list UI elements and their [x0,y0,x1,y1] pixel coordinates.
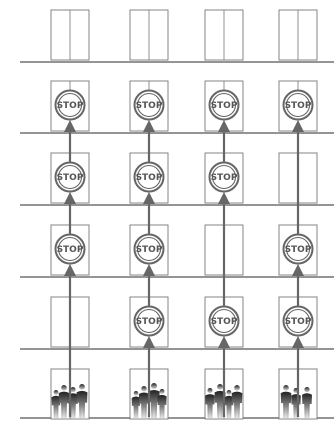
stop-sign-icon: STOP [133,233,165,265]
stop-label: STOP [136,173,163,183]
up-arrow-icon [292,120,304,417]
stop-sign-icon: STOP [54,89,86,121]
stop-sign-icon: STOP [133,89,165,121]
people-groups [51,383,312,418]
stop-sign-icon: STOP [282,89,314,121]
up-arrow-icon [143,120,155,417]
stop-sign-icon: STOP [282,305,314,337]
stop-signs: STOP STOP STOP STOP STOP STOP STOP STOP STOP STOP… [54,89,314,337]
stop-label: STOP [211,101,238,111]
stop-label: STOP [57,173,84,183]
stop-sign-icon: STOP [54,233,86,265]
elevator-doors [50,9,318,420]
stop-label: STOP [57,245,84,255]
stop-sign-icon: STOP [208,161,240,193]
up-arrow-icon [218,120,230,417]
stop-sign-icon: STOP [282,233,314,265]
stop-sign-icon: STOP [208,305,240,337]
stop-label: STOP [57,101,84,111]
up-arrow-icon [64,120,76,417]
stop-sign-icon: STOP [133,305,165,337]
stop-label: STOP [285,245,312,255]
people-group-icon [280,385,312,418]
stop-label: STOP [285,101,312,111]
elevator-door-icon [50,9,90,61]
stop-label: STOP [211,173,238,183]
travel-arrows [64,120,304,417]
stop-label: STOP [136,101,163,111]
people-group-icon [205,384,243,418]
stop-label: STOP [285,317,312,327]
stop-sign-icon: STOP [133,161,165,193]
stop-label: STOP [211,317,238,327]
people-group-icon [131,383,167,418]
stop-sign-icon: STOP [208,89,240,121]
stop-label: STOP [136,245,163,255]
elevator-door-icon [129,9,169,61]
stop-sign-icon: STOP [54,161,86,193]
stop-label: STOP [136,317,163,327]
elevator-door-icon [278,9,318,61]
elevator-door-icon [204,9,244,61]
